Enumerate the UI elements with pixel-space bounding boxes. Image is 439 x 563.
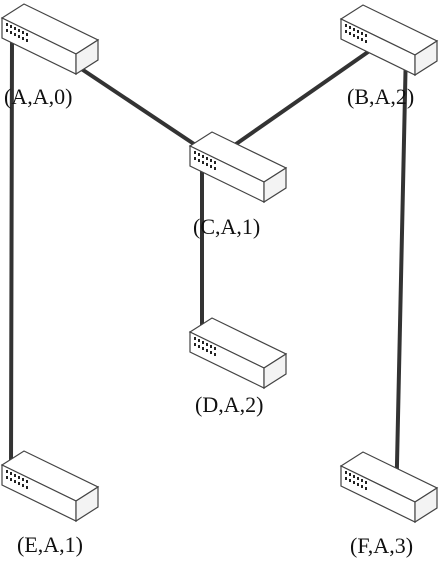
- node-c-label: (C,A,1): [193, 214, 260, 239]
- node-d: (D,A,2): [189, 317, 287, 417]
- link-b-f: [394, 46, 408, 512]
- network-switch-icon: [340, 4, 438, 76]
- node-e: (E,A,1): [1, 450, 99, 557]
- node-a: (A,A,0): [1, 3, 99, 109]
- network-switch-icon: [1, 450, 99, 522]
- node-b-label: (B,A,2): [347, 84, 414, 109]
- node-f: (F,A,3): [340, 451, 438, 558]
- node-c: (C,A,1): [189, 131, 287, 239]
- link-b-c: [214, 36, 390, 160]
- node-b: (B,A,2): [340, 4, 438, 109]
- link-a-e: [9, 38, 14, 472]
- network-switch-icon: [189, 317, 287, 389]
- node-a-label: (A,A,0): [4, 84, 72, 109]
- network-switch-icon: [340, 451, 438, 523]
- node-d-label: (D,A,2): [195, 392, 263, 417]
- network-switch-icon: [1, 3, 99, 75]
- node-f-label: (F,A,3): [350, 533, 413, 558]
- node-e-label: (E,A,1): [17, 532, 83, 557]
- links-layer: [9, 22, 408, 512]
